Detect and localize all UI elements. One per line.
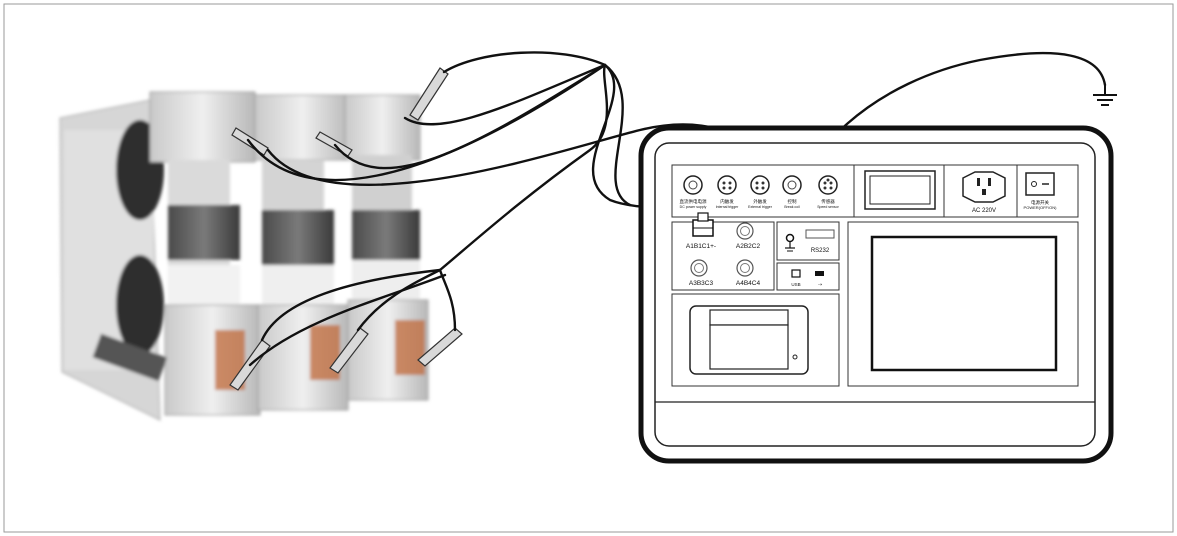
rs232-label: RS232: [811, 248, 830, 254]
voltage-label: AC 220V: [972, 208, 996, 214]
connector-speed-sensor-cn: 传感器: [821, 198, 835, 205]
connector-external-trigger-en: External trigger: [748, 205, 773, 209]
connector-break-coil-en: Break coil: [784, 205, 800, 209]
printer[interactable]: [690, 306, 808, 374]
connector-speed-sensor-en: Speed sensor: [817, 205, 839, 209]
connector-dc-power-en: DC power supply: [680, 205, 707, 209]
lcd-screen: [872, 237, 1056, 370]
connector-dc-power-cn: 直流供电电源: [680, 198, 707, 205]
connector-external-trigger-cn: 外触发: [753, 198, 767, 205]
connector-break-coil-cn: 控制: [788, 198, 797, 205]
power-switch-en: POWER(OFF/ON): [1024, 205, 1058, 210]
channel-a2b2c2-label: A2B2C2: [736, 243, 761, 250]
usb-label: USB: [791, 282, 800, 287]
power-switch[interactable]: 电源开关 POWER(OFF/ON): [1024, 173, 1058, 210]
usb2-label: ⇢: [818, 282, 822, 288]
channel-a4b4c4-label: A4B4C4: [736, 280, 761, 287]
connector-internal-trigger-en: Internal trigger: [716, 205, 739, 209]
test-device: 直流供电电源 DC power supply 内触发 Internal trig…: [641, 128, 1111, 461]
channel-a3b3c3-label: A3B3C3: [689, 280, 714, 287]
connector-internal-trigger-cn: 内触发: [720, 198, 734, 205]
channel-a1b1c1-label: A1B1C1+-: [686, 243, 716, 250]
